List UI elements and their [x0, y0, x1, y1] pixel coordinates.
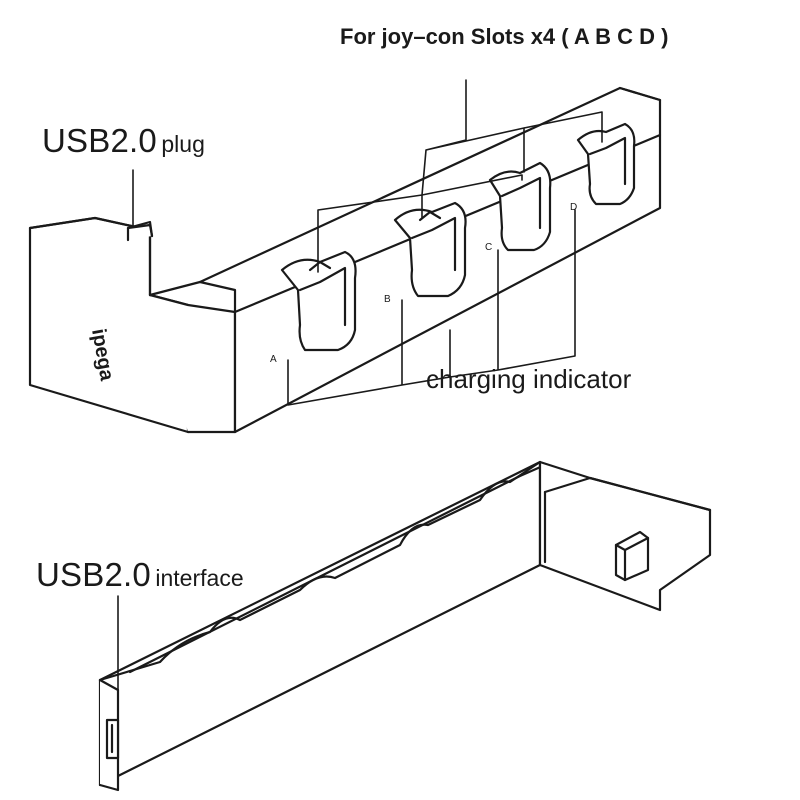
usb-plug-callout-main: USB2.0 [42, 122, 157, 159]
slot-cup-b [393, 201, 467, 298]
rear-right-arm-top [543, 476, 712, 512]
charging-indicator-callout: charging indicator [426, 364, 632, 394]
slot-letter-b: B [384, 294, 391, 305]
usb-plug-callout: USB2.0 plug [42, 122, 205, 160]
slots-bracket [317, 79, 603, 273]
rear-bar-front [98, 460, 542, 787]
slot-cup-d [576, 122, 636, 206]
charging-indicator-bracket [287, 209, 576, 406]
usb-plug-nub-side [126, 220, 154, 238]
dock-connector-top [148, 280, 237, 314]
usb-plug-callout-suffix: plug [161, 131, 205, 157]
rear-bar-back-edge [128, 463, 547, 674]
leader-lines-top [132, 79, 603, 406]
usb-interface-callout-suffix: interface [155, 565, 244, 591]
charging-dock-front-view: ipega A B C D [28, 86, 662, 434]
charging-dock-rear-view [98, 460, 712, 792]
dock-right-end [618, 86, 662, 102]
slot-letter-d: D [570, 202, 577, 213]
slot-cup-c [488, 161, 552, 252]
usb-interface-callout-main: USB2.0 [36, 556, 151, 593]
slot-cup-a [280, 250, 357, 352]
dock-left-block-top [28, 216, 152, 297]
usb-interface-callout: USB2.0 interface [36, 556, 244, 594]
slot-letter-a: A [270, 354, 277, 365]
slots-callout: For joy–con Slots x4 ( A B C D ) [340, 24, 669, 49]
slot-letter-c: C [485, 242, 492, 253]
rear-right-arm [538, 460, 712, 612]
